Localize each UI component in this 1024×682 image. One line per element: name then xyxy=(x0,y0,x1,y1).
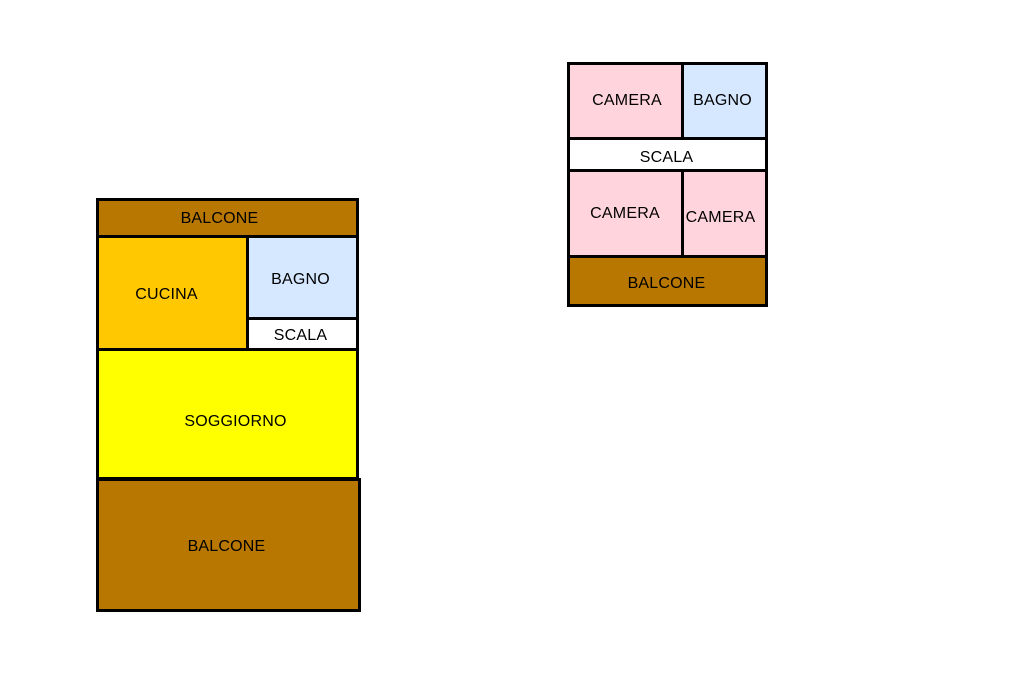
room-soggiorno: SOGGIORNO xyxy=(96,348,359,480)
room-camera-3: CAMERA xyxy=(681,169,768,258)
room-bagno: BAGNO xyxy=(246,235,359,320)
room-camera-2: CAMERA xyxy=(567,169,685,258)
room-cucina: CUCINA xyxy=(96,235,249,351)
room-label: CAMERA xyxy=(592,92,662,109)
room-label: CAMERA xyxy=(685,208,756,226)
room-label: SOGGIORNO xyxy=(184,413,287,430)
ground-floor-plan: BALCONE CUCINA BAGNO SCALA SOGGIORNO BAL… xyxy=(96,198,361,612)
room-scala: SCALA xyxy=(567,137,768,172)
room-label: CUCINA xyxy=(135,286,198,303)
room-label: BALCONE xyxy=(180,210,259,227)
room-camera-1: CAMERA xyxy=(567,62,685,140)
room-label: CAMERA xyxy=(590,204,660,222)
room-balcone-top: BALCONE xyxy=(96,198,359,238)
upper-floor-plan: CAMERA BAGNO SCALA CAMERA CAMERA BALCONE xyxy=(567,62,768,307)
room-label: BAGNO xyxy=(693,92,752,109)
room-balcone: BALCONE xyxy=(567,255,768,307)
room-label: BALCONE xyxy=(627,275,706,292)
room-label: BALCONE xyxy=(187,538,266,555)
room-label: BAGNO xyxy=(271,270,330,288)
room-balcone-bottom: BALCONE xyxy=(96,478,361,612)
room-label: SCALA xyxy=(639,148,694,166)
room-bagno: BAGNO xyxy=(681,62,768,140)
room-label: SCALA xyxy=(273,327,328,344)
room-scala: SCALA xyxy=(246,317,359,351)
